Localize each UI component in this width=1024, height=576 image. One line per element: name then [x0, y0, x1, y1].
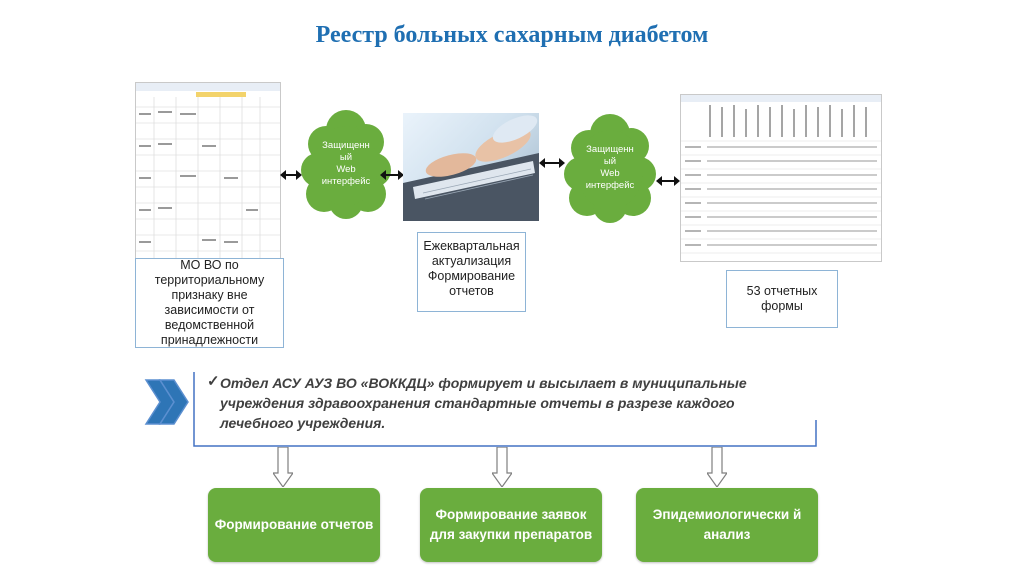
statement-bracket: [193, 372, 817, 447]
double-arrow-right-icon: [656, 176, 680, 186]
right-spreadsheet-image: [680, 94, 882, 262]
checkmark-icon: ✓: [207, 373, 220, 390]
cloud-left-icon: [301, 110, 391, 219]
report-forms-text: 53 отчетных формы: [746, 284, 818, 313]
cloud-right-icon: [564, 114, 656, 223]
laptop-keyboard-image: [403, 113, 539, 221]
output-epidemiology-label: Эпидемиологически й анализ: [652, 507, 802, 542]
cloud-left-text: Защищенн ый Web интерфейс: [321, 140, 371, 187]
cloud-right-text: Защищенн ый Web интерфейс: [585, 144, 635, 191]
double-arrow-left-icon: [280, 170, 302, 180]
spreadsheet-grid-icon: [136, 83, 280, 261]
output-drug-orders-label: Формирование заявок для закупки препарат…: [429, 507, 593, 542]
down-arrow-left-icon: [273, 447, 293, 487]
down-arrow-right-icon: [707, 447, 727, 487]
left-spreadsheet-image: [135, 82, 281, 262]
mo-description-box: МО ВО по территориальному признаку вне з…: [135, 258, 284, 348]
down-arrow-center-icon: [492, 447, 512, 487]
output-reports-box: Формирование отчетов: [208, 488, 380, 562]
double-chevron-icon: [144, 379, 189, 425]
spreadsheet-table-icon: [681, 95, 881, 254]
mo-description-text: МО ВО по территориальному признаку вне з…: [154, 258, 265, 347]
page-title: Реестр больных сахарным диабетом: [315, 22, 709, 48]
report-forms-box: 53 отчетных формы: [726, 270, 838, 328]
output-reports-label: Формирование отчетов: [214, 517, 374, 532]
quarterly-update-box: Ежеквартальная актуализация Формирование…: [417, 232, 526, 312]
output-epidemiology-box: Эпидемиологически й анализ: [636, 488, 818, 562]
quarterly-update-text: Ежеквартальная актуализация Формирование…: [423, 239, 520, 298]
keyboard-hands-icon: [403, 115, 539, 221]
output-drug-orders-box: Формирование заявок для закупки препарат…: [420, 488, 602, 562]
statement-text: Отдел АСУ АУЗ ВО «ВОККДЦ» формирует и вы…: [220, 375, 747, 431]
double-arrow-center-left-icon: [380, 170, 404, 180]
double-arrow-center-right-icon: [539, 158, 565, 168]
